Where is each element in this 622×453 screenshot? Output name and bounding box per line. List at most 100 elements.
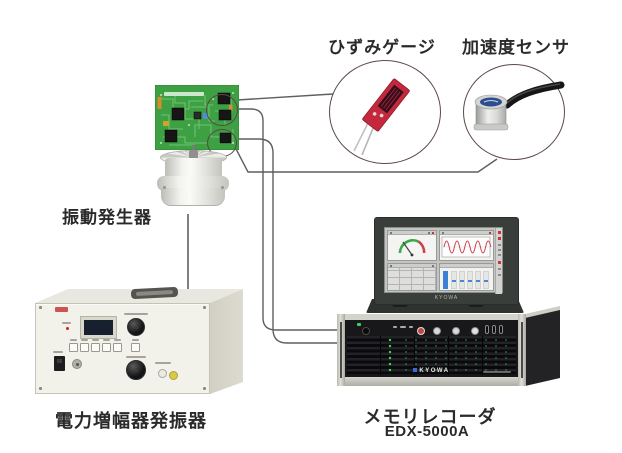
laptop-screen [384, 227, 503, 294]
toolbar-icon [498, 249, 501, 251]
power-amplifier-label: 電力増幅器発振器 [55, 411, 207, 431]
accelerometer-photo [473, 81, 565, 131]
recorder-button-silver [471, 327, 479, 335]
shaker-flange [157, 176, 229, 191]
amp-button [131, 343, 140, 352]
recorder-handle-right [518, 314, 526, 386]
amp-screw [203, 387, 206, 390]
laptop-screen-panel: KYOWA [374, 217, 519, 305]
kyowa-logo-icon [413, 368, 418, 372]
screen-barchart-window [439, 263, 494, 291]
recorder-right-side [525, 310, 560, 386]
accel-cable-highlight [506, 83, 561, 104]
amp-output-connector-yellow [169, 371, 178, 380]
recorder-brand-logo: KYOWA [337, 368, 526, 374]
shaker-shaft [192, 145, 195, 152]
level-bar-active [443, 271, 448, 289]
shaker-lower-body [161, 188, 225, 206]
memory-recorder-label: メモリレコーダ [363, 407, 497, 427]
recorder-button-silver [452, 327, 460, 335]
toolbar-icon [498, 268, 501, 270]
toolbar-icon [498, 231, 501, 234]
amp-alarm-label [62, 322, 71, 324]
amp-button-label [70, 339, 77, 341]
accel-cable [503, 81, 565, 109]
toolbar-icon [498, 274, 501, 276]
analog-meter-gauge [398, 239, 426, 257]
gauge-lead-wire [361, 125, 375, 156]
titlebar-icon [432, 265, 434, 267]
amp-amplitude-label [126, 356, 146, 358]
titlebar-icon [390, 265, 392, 267]
vibration-generator-label: 振動発生器 [62, 208, 152, 227]
window-titlebar [440, 231, 493, 235]
level-mark [452, 280, 456, 282]
cable-strain-callout [236, 93, 334, 101]
accel-sensor-label: 加速度センサ [462, 38, 570, 57]
amp-display [80, 316, 117, 339]
shaker-screw [163, 186, 166, 189]
titlebar-icon [390, 232, 392, 234]
recorder-panel-marking [400, 326, 406, 328]
toolbar-icon [498, 244, 501, 246]
titlebar-icon [442, 232, 444, 234]
screen-waveform-window [439, 230, 494, 261]
laptop-brand-logo: KYOWA [434, 295, 459, 301]
cable-top-to-recorder [237, 108, 339, 331]
amp-button [113, 343, 122, 352]
screen-table-window [387, 263, 437, 291]
level-mark [476, 280, 480, 282]
gauge-lead-wire [353, 122, 369, 152]
window-titlebar [388, 231, 436, 235]
amp-button [102, 343, 111, 352]
amp-front-panel [35, 303, 210, 394]
accel-sensor-callout-circle [463, 64, 565, 160]
amp-button [69, 343, 78, 352]
screen-toolbar [495, 228, 502, 294]
titlebar-icon [428, 232, 430, 234]
amp-button [80, 343, 89, 352]
toolbar-icon [498, 237, 501, 240]
amp-button-label [103, 339, 110, 341]
accel-base [473, 123, 509, 131]
cable-bottom-to-recorder [236, 138, 339, 344]
amp-screw [39, 306, 42, 309]
recorder-model-marking [483, 371, 511, 373]
recorder-handle-left [337, 314, 345, 386]
recorder-top-frame [337, 314, 526, 320]
toolbar-icon [498, 261, 501, 264]
amp-frequency-label [124, 313, 148, 315]
level-mark [460, 280, 464, 282]
titlebar-icon [432, 232, 434, 234]
recorder-button-dark [362, 327, 370, 335]
strain-gauge-label: ひずみゲージ [328, 38, 436, 57]
accel-label-disc [480, 97, 502, 107]
window-titlebar [388, 264, 436, 268]
recorder-connector [492, 325, 496, 334]
amp-button [91, 343, 100, 352]
recorder-led-columns-dim [401, 337, 511, 375]
amp-power-switch [54, 356, 65, 371]
recorder-bottom-frame [345, 377, 518, 386]
recorder-connector [485, 325, 489, 334]
shaker-screw [221, 186, 224, 189]
strain-gauge-photo [353, 78, 410, 156]
pcb-silkscreen [164, 92, 204, 96]
titlebar-icon [489, 232, 491, 234]
shaker-hub [189, 150, 198, 159]
pcb-component-yellow [163, 121, 169, 126]
amp-bnc-connector [72, 359, 82, 369]
amp-screw [203, 306, 206, 309]
amp-output-label [155, 362, 171, 364]
level-mark [484, 280, 488, 282]
amp-frequency-knob [127, 318, 145, 336]
recorder-panel-marking [409, 326, 413, 328]
shaker-upper-body [165, 158, 222, 180]
strain-gauge-callout-circle [329, 60, 441, 164]
pcb-component-blue [203, 113, 208, 119]
pcb-component-orange [157, 97, 162, 109]
recorder-model-label: EDX-5000A [384, 423, 470, 440]
amp-right-face [210, 289, 243, 394]
amp-screw [39, 387, 42, 390]
